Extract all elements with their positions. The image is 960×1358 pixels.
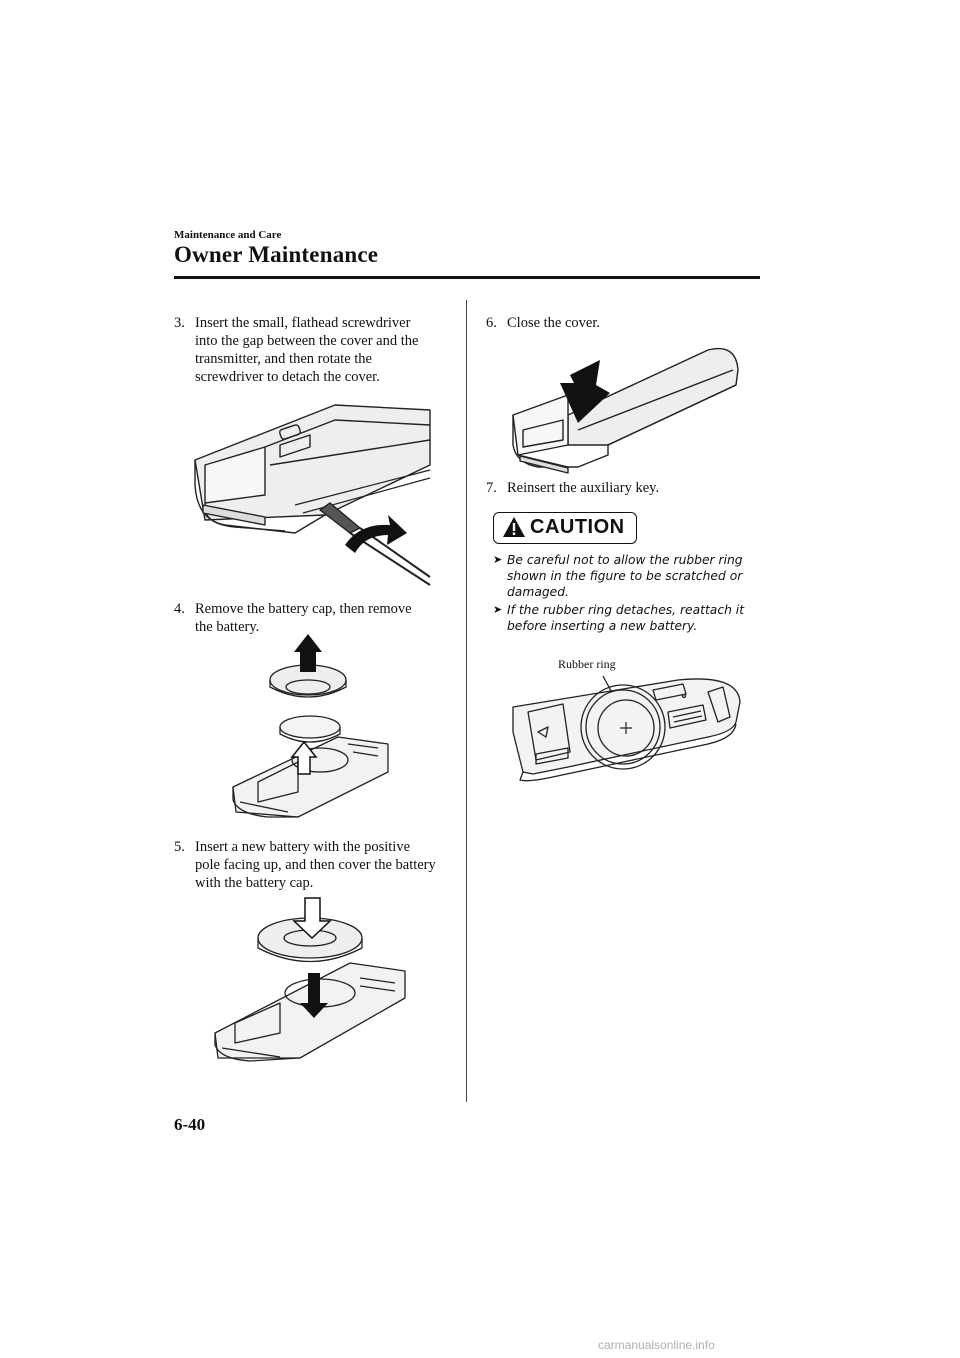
step-number: 5. <box>174 839 185 855</box>
warning-triangle-icon <box>503 517 525 537</box>
step-text-first: Remove the battery cap, then remove <box>195 601 412 617</box>
caution-heading: CAUTION <box>530 516 625 538</box>
caution-list: ➤ Be careful not to allow the rubber ring… <box>493 552 763 636</box>
step-7: 7. Reinsert the auxiliary key. <box>486 479 756 497</box>
step-6: 6. Close the cover. <box>486 314 756 332</box>
caution-item-text: Be careful not to allow the rubber ring … <box>507 553 743 599</box>
caution-badge: CAUTION <box>493 512 637 544</box>
step-text-first: Reinsert the auxiliary key. <box>507 480 660 496</box>
arrow-bullet-icon: ➤ <box>493 553 503 566</box>
step-text-rest: pole facing up, and then cover the batte… <box>195 857 436 891</box>
figure-rubber-ring <box>512 675 741 782</box>
caution-item: ➤ Be careful not to allow the rubber ring… <box>493 552 763 600</box>
watermark: carmanualsonline.info <box>598 1338 715 1352</box>
arrow-bullet-icon: ➤ <box>493 603 503 616</box>
page-number: 6-40 <box>174 1115 206 1134</box>
figure-detach-cover <box>194 404 431 586</box>
caution-item-text: If the rubber ring detaches, reattach it… <box>507 603 745 633</box>
step-number: 4. <box>174 601 185 617</box>
step-text-first: Insert a new battery with the positive <box>195 839 411 855</box>
figure-insert-battery <box>214 897 406 1062</box>
step-number: 3. <box>174 315 185 331</box>
step-number: 7. <box>486 480 497 496</box>
step-text-first: Close the cover. <box>507 315 601 331</box>
step-number: 6. <box>486 315 497 331</box>
step-text-rest: the battery. <box>195 619 260 635</box>
step-5: 5. Insert a new battery with the positive… <box>174 838 444 892</box>
section-label: Maintenance and Care <box>174 229 282 241</box>
caution-item: ➤ If the rubber ring detaches, reattach i… <box>493 602 763 634</box>
step-4: 4. Remove the battery cap, then remove th… <box>174 600 444 636</box>
page-title: Owner Maintenance <box>174 242 379 267</box>
step-text-first: Insert the small, flathead screwdriver <box>195 315 411 331</box>
step-text-rest: into the gap between the cover and the t… <box>195 333 419 385</box>
title-rule <box>174 276 760 279</box>
figure-close-cover <box>512 347 739 474</box>
column-divider <box>466 300 467 1102</box>
step-3: 3. Insert the small, flathead screwdriver… <box>174 314 444 386</box>
rubber-ring-label: Rubber ring <box>558 657 616 671</box>
figure-remove-battery <box>232 634 389 818</box>
